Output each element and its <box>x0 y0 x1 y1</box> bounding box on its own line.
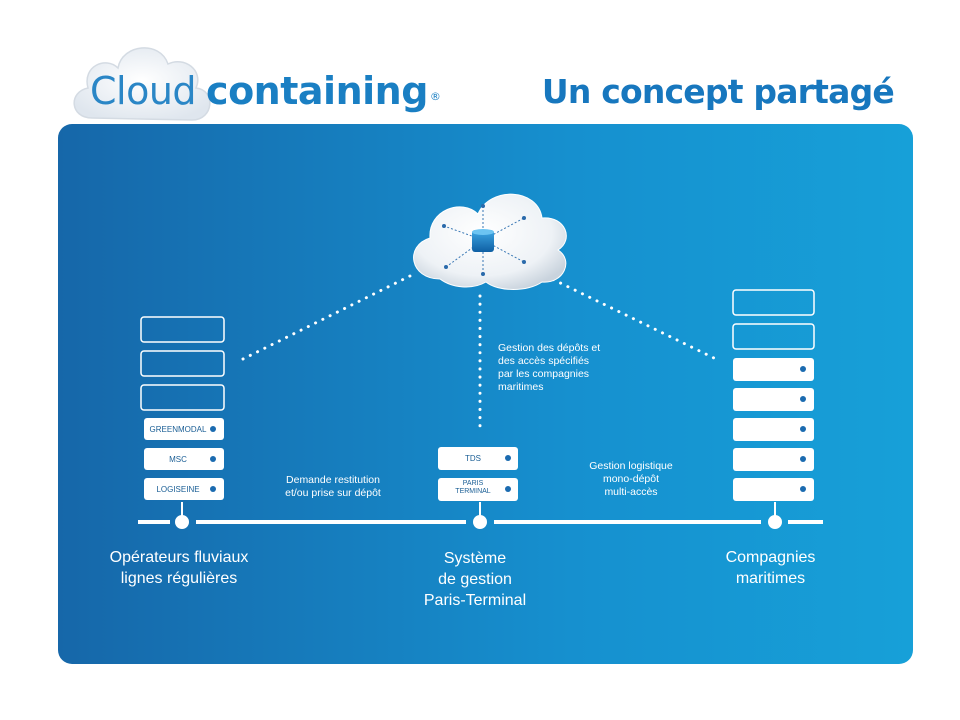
server-stack-right <box>732 289 815 501</box>
server-icon <box>733 388 814 411</box>
caption-systeme-line3: Paris-Terminal <box>423 592 527 609</box>
connector-left <box>241 274 412 361</box>
caption-compagnies-line2: maritimes <box>735 570 806 587</box>
annotation-restitution: Demande restitution et/ou prise sur dépô… <box>263 474 403 500</box>
server-slot-empty <box>140 316 225 343</box>
server-label-msc: MSC <box>169 455 187 464</box>
annotation-restitution-line1: Demande restitution <box>286 474 380 486</box>
server-label-terminal: TERMINAL <box>455 488 491 495</box>
server-stack-left <box>140 316 225 500</box>
caption-compagnies-line1: Compagnies <box>725 549 816 566</box>
diagram-canvas <box>138 193 823 529</box>
server-label-greenmodal: GREENMODAL <box>149 425 207 434</box>
server-icon <box>144 418 224 440</box>
diagram-panel: GREENMODAL MSC LOGISEINE TDS PARIS TERMI… <box>58 124 913 664</box>
annotation-logistique-line1: Gestion logistique <box>589 460 673 472</box>
annotation-logistique-line2: mono-dépôt <box>602 473 660 485</box>
caption-systeme-line2: de gestion <box>438 571 512 588</box>
cloud-icon <box>413 193 567 290</box>
connector-right <box>544 274 720 362</box>
annotation-gestion-depots: Gestion des dépôts et des accès spécifié… <box>498 342 600 394</box>
annotation-gestion-depots-line3: par les compagnies <box>498 368 590 380</box>
server-slot-empty <box>732 323 815 350</box>
caption-operateurs-line1: Opérateurs fluviaux <box>109 549 249 566</box>
server-icon <box>733 358 814 381</box>
annotation-logistique-line3: multi-accès <box>604 486 658 498</box>
server-stack-center <box>438 447 518 501</box>
caption-systeme: Système de gestion Paris-Terminal <box>400 548 550 611</box>
database-icon <box>472 229 494 252</box>
node-connectors <box>175 502 782 529</box>
logo-registered-mark: ® <box>429 90 441 103</box>
server-icon <box>733 448 814 471</box>
server-icon <box>438 447 518 470</box>
server-label-paris: PARIS <box>462 480 484 487</box>
server-icon <box>144 448 224 470</box>
logo-word-containing: containing <box>206 69 428 113</box>
annotation-logistique: Gestion logistique mono-dépôt multi-accè… <box>571 460 691 499</box>
caption-systeme-line1: Système <box>443 550 507 567</box>
caption-operateurs: Opérateurs fluviaux lignes régulières <box>88 547 270 589</box>
annotation-gestion-depots-line1: Gestion des dépôts et <box>498 342 601 354</box>
server-label-logiseine: LOGISEINE <box>156 485 200 494</box>
logo-word-cloud: Cloud <box>90 69 197 113</box>
caption-compagnies: Compagnies maritimes <box>708 547 833 589</box>
server-label-tds: TDS <box>465 454 481 463</box>
logo-cloud-icon <box>73 47 211 121</box>
server-icon <box>438 478 518 501</box>
server-label-paris-terminal: PARIS TERMINAL <box>443 480 503 496</box>
server-icon <box>733 418 814 441</box>
caption-operateurs-line2: lignes régulières <box>120 570 238 587</box>
server-icon <box>144 478 224 500</box>
annotation-gestion-depots-line4: maritimes <box>498 381 544 393</box>
server-icon <box>733 478 814 501</box>
server-slot-empty <box>140 350 225 377</box>
dotted-connectors <box>241 274 720 432</box>
page-title: Un concept partagé <box>541 72 895 111</box>
server-slot-empty <box>732 289 815 316</box>
annotation-restitution-line2: et/ou prise sur dépôt <box>285 487 381 499</box>
annotation-gestion-depots-line2: des accès spécifiés <box>498 355 590 367</box>
server-slot-empty <box>140 384 225 411</box>
